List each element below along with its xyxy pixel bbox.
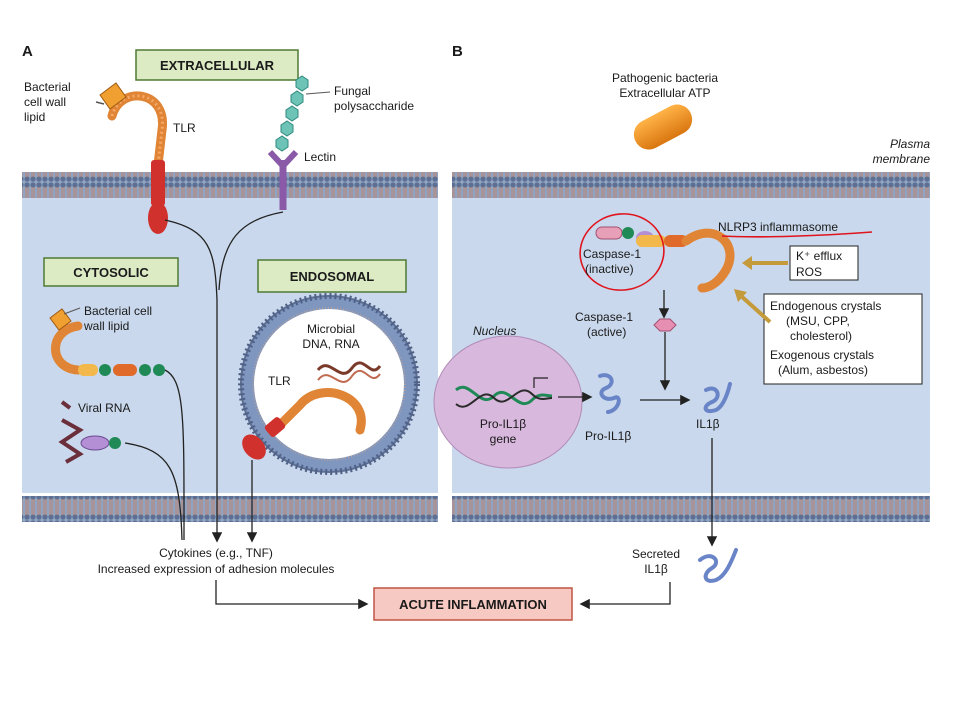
tlr-receptor-outer bbox=[95, 82, 168, 234]
bacterial-lipid-label-2: cell wall bbox=[24, 95, 66, 109]
lectin-signal-line bbox=[218, 211, 284, 291]
caspase-active-label-2: (active) bbox=[587, 325, 626, 339]
dna-helix-icon bbox=[455, 377, 553, 408]
plasma-label-1: Plasma bbox=[890, 137, 930, 151]
tlr-outer-label: TLR bbox=[173, 121, 196, 135]
nucleus bbox=[433, 335, 583, 469]
crystals-arrow bbox=[738, 293, 772, 324]
caspase-active-label-1: Caspase-1 bbox=[575, 310, 633, 324]
il1b-icon bbox=[703, 382, 732, 413]
panel-b-top-membrane bbox=[452, 172, 930, 198]
tlr-receptor-endosomal bbox=[242, 388, 366, 460]
panel-b-bottom-membrane bbox=[452, 496, 930, 522]
k-efflux-box: K⁺ efflux ROS bbox=[789, 245, 859, 281]
nlrp3-label: NLRP3 inflammasome bbox=[718, 220, 838, 234]
endogenous-label: Endogenous crystals bbox=[770, 299, 881, 313]
cytosolic-label: CYTOSOLIC bbox=[73, 265, 149, 280]
annotation-circle bbox=[579, 213, 665, 291]
pro-il1b-label: Pro-IL1β bbox=[585, 429, 631, 443]
crystals-arrowhead bbox=[734, 289, 747, 302]
endosomal-label: ENDOSOMAL bbox=[290, 269, 375, 284]
endosomal-vesicle bbox=[238, 293, 420, 475]
fungal-label-1: Fungal bbox=[334, 84, 371, 98]
pro-gene-label-2: gene bbox=[490, 432, 517, 446]
right-outcome-arrow bbox=[579, 582, 671, 610]
pathogenic-label-2: Extracellular ATP bbox=[619, 86, 710, 100]
pro-gene-label-1: Pro-IL1β bbox=[480, 417, 526, 431]
left-outcome-arrow bbox=[215, 580, 369, 610]
acute-inflammation-label: ACUTE INFLAMMATION bbox=[399, 597, 547, 612]
bacterium-capsule bbox=[633, 104, 693, 150]
cytosolic-nod-receptor bbox=[49, 307, 165, 376]
secreted-label-1: Secreted bbox=[632, 547, 680, 561]
fungal-label-2: polysaccharide bbox=[334, 99, 414, 113]
rig-signal-line bbox=[124, 442, 183, 541]
panel-a-letter: A bbox=[22, 43, 33, 60]
pathogenic-label-1: Pathogenic bacteria bbox=[612, 71, 718, 85]
caspase-inactive-label-1: Caspase-1 bbox=[583, 247, 641, 261]
secreted-il1b-icon bbox=[698, 548, 738, 583]
nucleus-label: Nucleus bbox=[473, 324, 516, 338]
cyto-lipid-label-1: Bacterial cell bbox=[84, 304, 152, 318]
tlr-endo-label: TLR bbox=[268, 374, 291, 388]
pro-il1b-icon bbox=[598, 373, 621, 414]
k-efflux-arrowhead bbox=[742, 256, 752, 270]
plasma-label-2: membrane bbox=[873, 152, 931, 166]
caspase-active-icon bbox=[653, 318, 677, 332]
caspase-inactive-label-2: (inactive) bbox=[585, 262, 634, 276]
extracellular-label: EXTRACELLULAR bbox=[160, 58, 275, 73]
cholesterol-label: cholesterol) bbox=[790, 329, 852, 343]
tlr-signal-arrow bbox=[164, 219, 223, 543]
cytosolic-label-box: CYTOSOLIC bbox=[43, 257, 179, 287]
il1b-label: IL1β bbox=[696, 417, 720, 431]
msu-label: (MSU, CPP, bbox=[786, 314, 850, 328]
nod-signal-line bbox=[164, 369, 185, 541]
acute-inflammation-box: ACUTE INFLAMMATION bbox=[373, 587, 573, 621]
alum-label: (Alum, asbestos) bbox=[778, 363, 868, 377]
adhesion-label: Increased expression of adhesion molecul… bbox=[98, 562, 335, 576]
endosomal-label-box: ENDOSOMAL bbox=[257, 259, 407, 293]
lectin-label: Lectin bbox=[304, 150, 336, 164]
bacterial-lipid-label-1: Bacterial bbox=[24, 80, 71, 94]
microbial-label-2: DNA, RNA bbox=[302, 337, 359, 351]
lectin-receptor bbox=[267, 75, 309, 210]
annotation-underline bbox=[721, 231, 873, 238]
cytokines-label: Cytokines (e.g., TNF) bbox=[159, 546, 273, 560]
bacterial-lipid-label-3: lipid bbox=[24, 110, 45, 124]
panel-b-letter: B bbox=[452, 43, 463, 60]
viral-rna-label: Viral RNA bbox=[78, 401, 130, 415]
extracellular-label-box: EXTRACELLULAR bbox=[135, 49, 299, 81]
secreted-label-2: IL1β bbox=[644, 562, 668, 576]
nlrp3-inflammasome bbox=[595, 226, 735, 293]
crystals-box: Endogenous crystals (MSU, CPP, cholester… bbox=[763, 293, 923, 385]
ros-label: ROS bbox=[796, 265, 822, 279]
exogenous-label: Exogenous crystals bbox=[770, 348, 874, 362]
panel-a-top-membrane bbox=[22, 172, 438, 198]
microbial-label-1: Microbial bbox=[307, 322, 355, 336]
rig-receptor bbox=[58, 400, 121, 464]
k-efflux-label: K⁺ efflux bbox=[796, 249, 842, 263]
cyto-lipid-label-2: wall lipid bbox=[83, 319, 129, 333]
panel-a-bottom-membrane bbox=[22, 496, 438, 522]
